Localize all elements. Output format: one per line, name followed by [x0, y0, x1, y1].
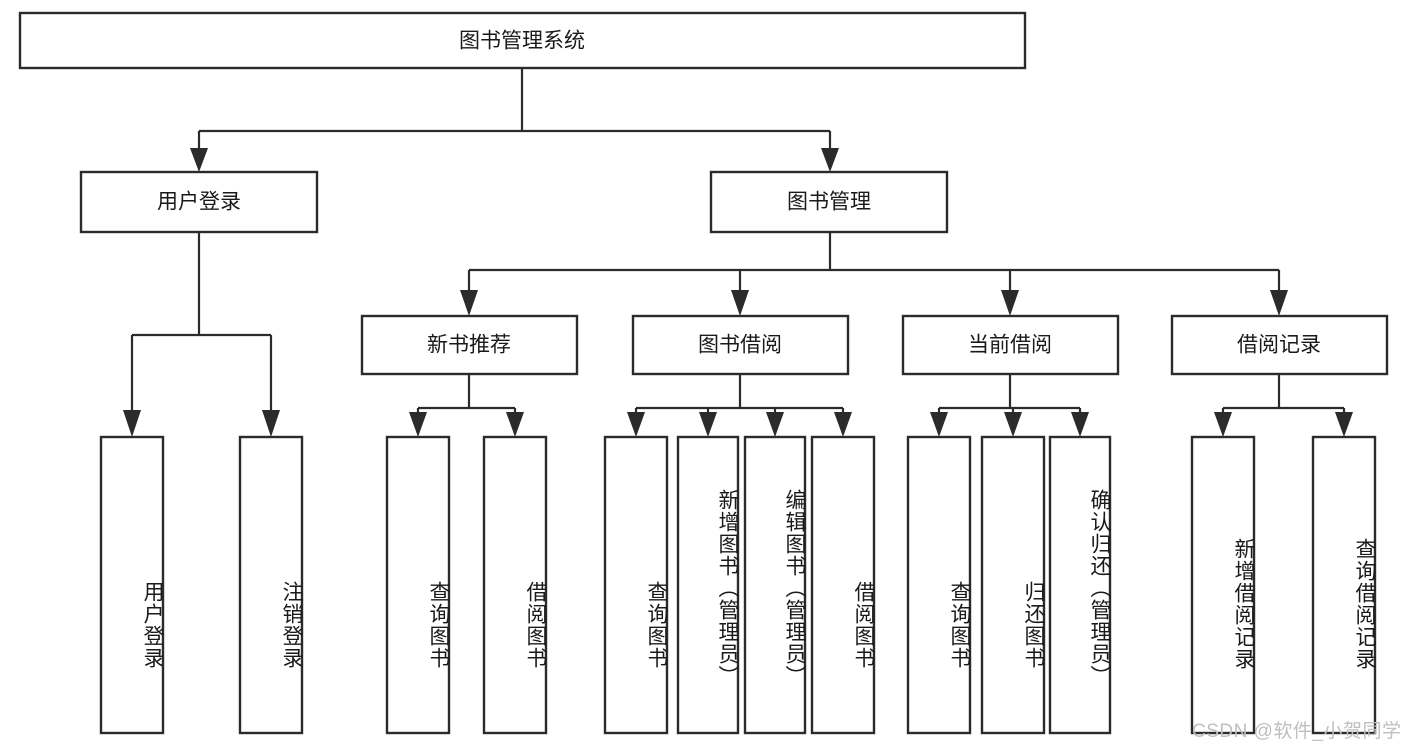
- node-book-manage[interactable]: 图书管理: [709, 170, 949, 234]
- connector-group-borrow-children: [627, 374, 852, 437]
- connector-group-root-to-level2: [190, 68, 839, 172]
- node-root[interactable]: 图书管理系统: [18, 11, 1027, 70]
- arrow-head-book-manage: [821, 148, 839, 172]
- arrow-head-nb-query: [409, 412, 427, 437]
- leaf-box-b-borrow-book[interactable]: [810, 435, 876, 735]
- arrow-head-record: [1270, 290, 1288, 316]
- node-root-label: 图书管理系统: [459, 30, 585, 53]
- node-book-borrow-box[interactable]: [631, 314, 850, 376]
- arrow-head-user-login: [190, 148, 208, 172]
- connector-group-record-children: [1214, 374, 1353, 437]
- leaf-box-c-query-book[interactable]: [906, 435, 972, 735]
- leaf-box-nb-borrow-book[interactable]: [482, 435, 548, 735]
- arrow-head-b-borrow: [834, 412, 852, 437]
- node-borrow-record[interactable]: 借阅记录: [1170, 314, 1389, 376]
- node-current-borrow[interactable]: 当前借阅: [901, 314, 1120, 376]
- leaf-box-b-query-book[interactable]: [603, 435, 669, 735]
- leaf-box-nb-query-book[interactable]: [385, 435, 451, 735]
- connector-group-user-login-children: [123, 232, 280, 437]
- node-current-borrow-label: 当前借阅: [968, 334, 1052, 357]
- leaf-box-c-return-book[interactable]: [980, 435, 1046, 735]
- node-new-book-recommend-label: 新书推荐: [427, 334, 511, 357]
- arrow-head-borrow: [731, 290, 749, 316]
- arrow-head-b-add: [699, 412, 717, 437]
- csdn-watermark: CSDN @软件_小贺同学: [1192, 721, 1402, 742]
- node-new-book-recommend-box[interactable]: [360, 314, 579, 376]
- node-borrow-record-box[interactable]: [1170, 314, 1389, 376]
- leaf-box-c-confirm-return-admin[interactable]: [1048, 435, 1112, 735]
- node-book-borrow-label: 图书借阅: [698, 334, 782, 357]
- node-user-login[interactable]: 用户登录: [79, 170, 319, 234]
- arrow-head-nb-borrow: [506, 412, 524, 437]
- arrow-head-b-query: [627, 412, 645, 437]
- node-book-manage-label: 图书管理: [787, 191, 871, 214]
- connector-group-book-manage-children: [460, 232, 1288, 316]
- node-new-book-recommend[interactable]: 新书推荐: [360, 314, 579, 376]
- leaf-box-b-edit-book-admin[interactable]: [743, 435, 807, 735]
- arrow-head-leaf-user-login: [123, 410, 141, 437]
- arrow-head-r-query: [1335, 412, 1353, 437]
- arrow-head-current: [1001, 290, 1019, 316]
- node-user-login-box[interactable]: [79, 170, 319, 234]
- node-root-box[interactable]: [18, 11, 1027, 70]
- leaf-box-user-login[interactable]: [99, 435, 165, 735]
- connector-group-new-book-children: [409, 374, 524, 437]
- arrow-head-new-book: [460, 290, 478, 316]
- arrow-head-c-confirm: [1071, 412, 1089, 437]
- arrow-head-b-edit: [766, 412, 784, 437]
- arrow-head-c-return: [1004, 412, 1022, 437]
- arrow-head-r-add: [1214, 412, 1232, 437]
- node-borrow-record-label: 借阅记录: [1237, 334, 1321, 357]
- leaf-box-b-add-book-admin[interactable]: [676, 435, 740, 735]
- arrow-head-leaf-logout: [262, 410, 280, 437]
- connector-group-current-children: [930, 374, 1089, 437]
- node-current-borrow-box[interactable]: [901, 314, 1120, 376]
- node-book-manage-box[interactable]: [709, 170, 949, 234]
- node-book-borrow[interactable]: 图书借阅: [631, 314, 850, 376]
- arrow-head-c-query: [930, 412, 948, 437]
- leaf-box-logout[interactable]: [238, 435, 304, 735]
- node-user-login-label: 用户登录: [157, 191, 241, 214]
- leaf-box-r-query-record[interactable]: [1311, 435, 1377, 735]
- leaf-box-r-add-record[interactable]: [1190, 435, 1256, 735]
